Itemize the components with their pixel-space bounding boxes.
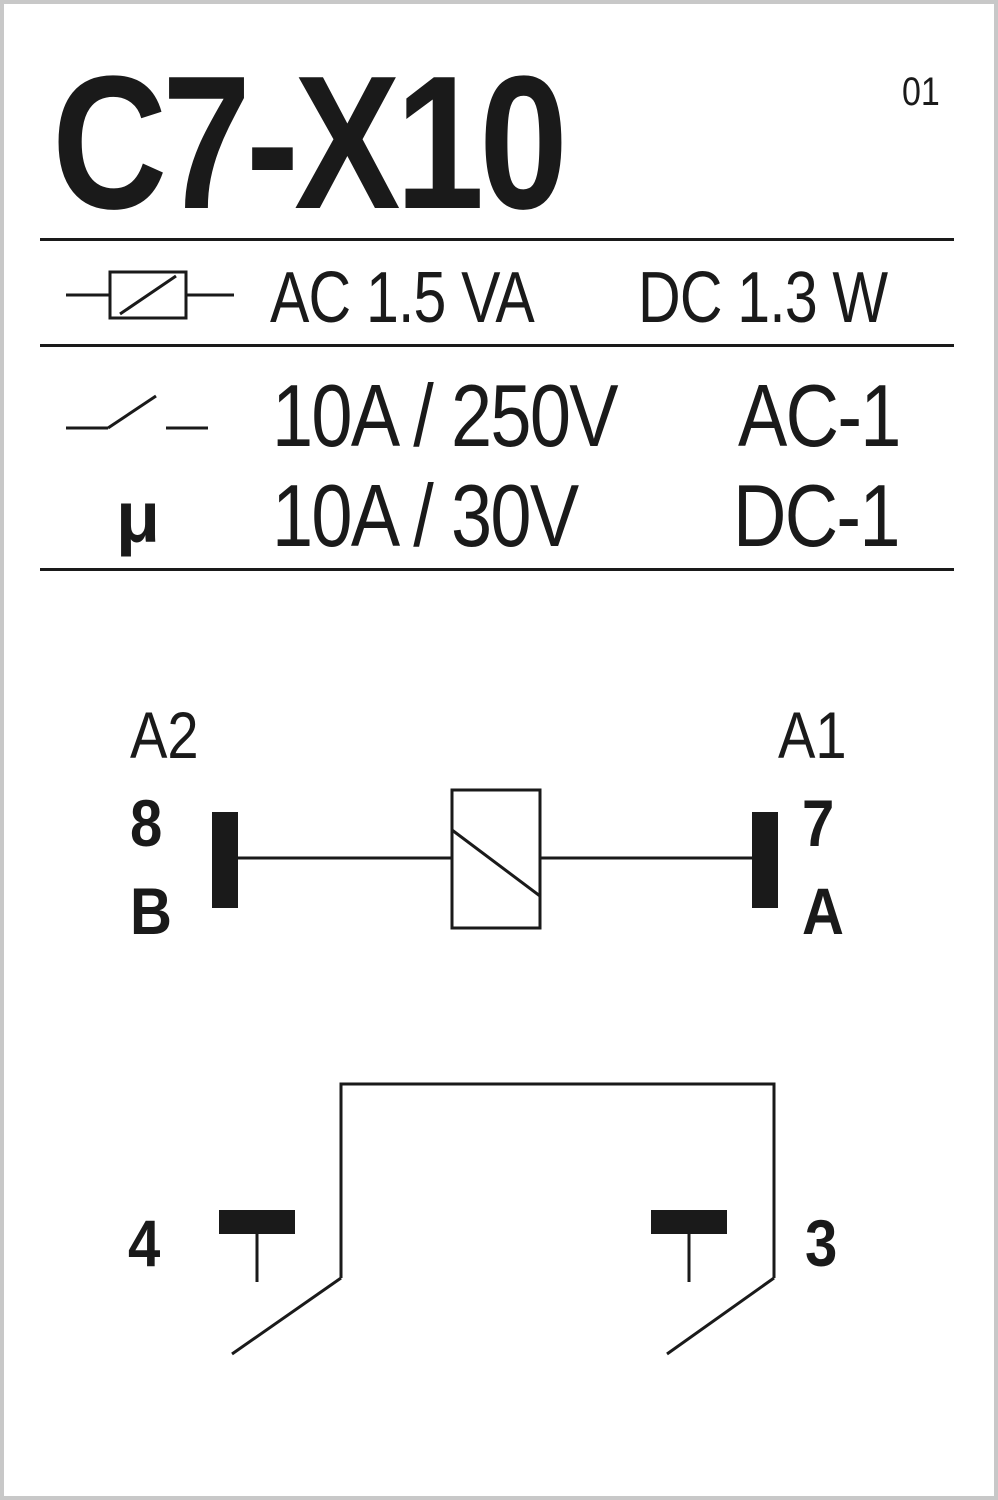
terminal-label-a1: A1 bbox=[778, 698, 847, 772]
terminal-letter-b: B bbox=[130, 874, 172, 948]
terminal-pin-4: 4 bbox=[128, 1206, 161, 1280]
coil-dc-power: DC 1.3 W bbox=[638, 258, 888, 338]
contact-category-dc: DC-1 bbox=[733, 466, 900, 565]
terminal-label-a2: A2 bbox=[130, 698, 199, 772]
divider-bottom bbox=[40, 568, 954, 571]
terminal-pin-7: 7 bbox=[802, 786, 835, 860]
contact-category-ac: AC-1 bbox=[738, 366, 901, 465]
terminal-pin-3: 3 bbox=[805, 1206, 838, 1280]
divider-middle bbox=[40, 344, 954, 347]
revision-number: 01 bbox=[902, 70, 940, 114]
terminal-letter-a: A bbox=[802, 874, 844, 948]
divider-top bbox=[40, 238, 954, 241]
micro-gap-symbol: μ bbox=[116, 478, 161, 558]
model-title: C7-X10 bbox=[52, 37, 568, 249]
terminal-pin-8: 8 bbox=[130, 786, 163, 860]
coil-ac-power: AC 1.5 VA bbox=[270, 258, 535, 338]
contact-rating-dc: 10A / 30V bbox=[272, 466, 579, 565]
contact-rating-ac: 10A / 250V bbox=[272, 366, 619, 465]
